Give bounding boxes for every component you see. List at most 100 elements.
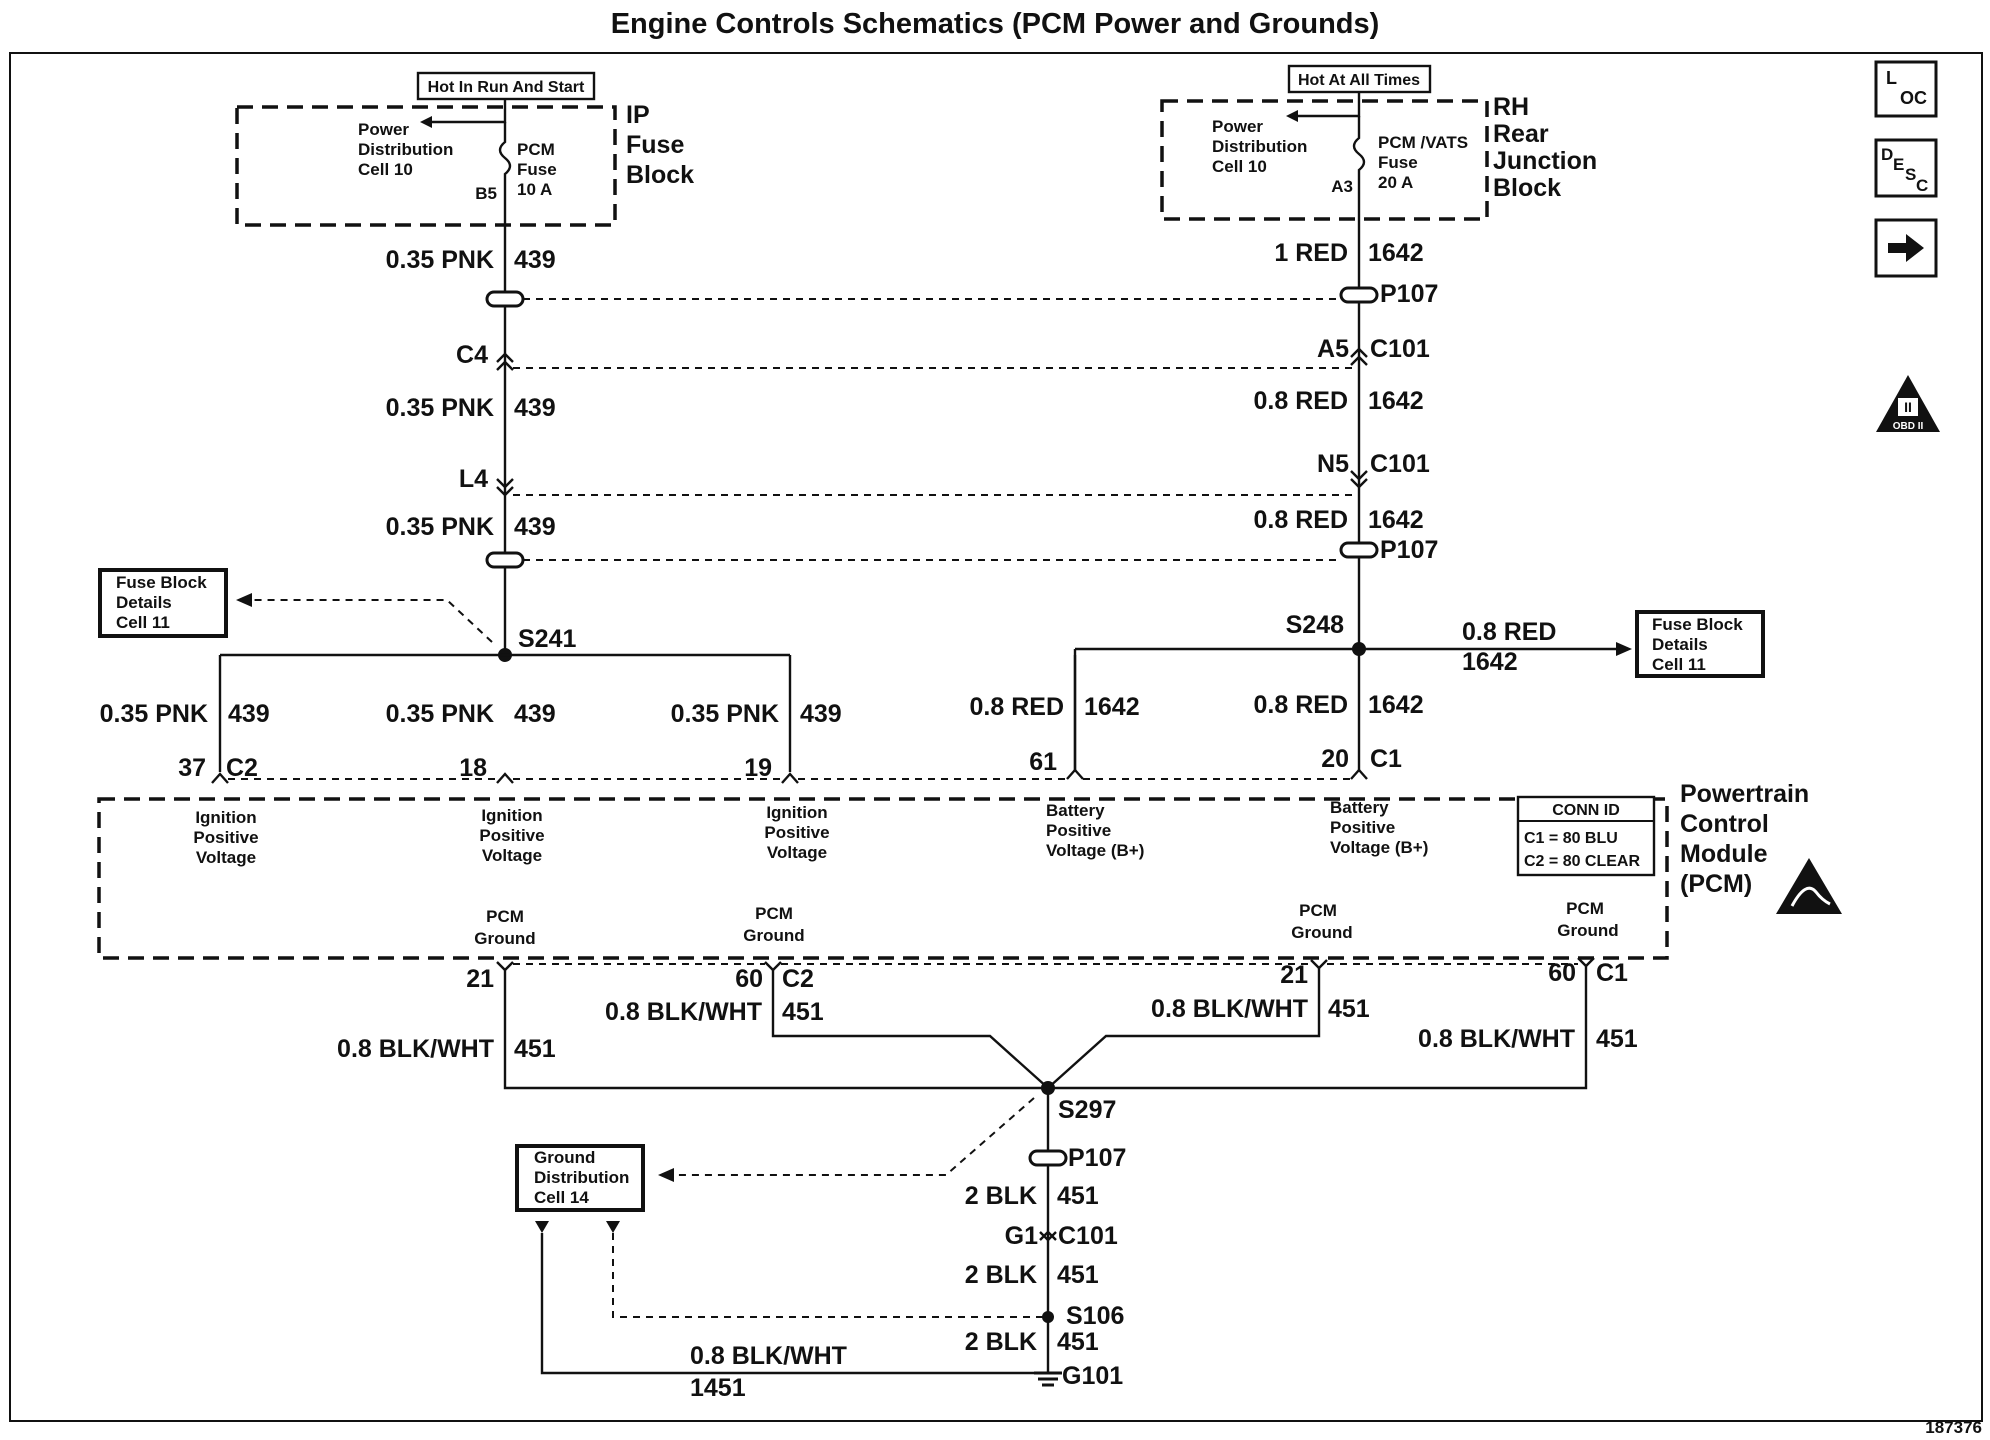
svg-text:0.35 PNK: 0.35 PNK bbox=[671, 700, 779, 728]
svg-text:C2 = 80 CLEAR: C2 = 80 CLEAR bbox=[1524, 853, 1640, 870]
c101-connector-icon bbox=[1350, 470, 1368, 489]
p107-connector-icon bbox=[1028, 1149, 1068, 1167]
svg-text:60: 60 bbox=[1548, 959, 1576, 987]
svg-text:C101: C101 bbox=[1370, 335, 1430, 363]
desc-button[interactable]: D E S C bbox=[1874, 138, 1938, 198]
pcm-input-37: 0.35 PNK 439 37 C2 bbox=[100, 700, 270, 784]
svg-text:S106: S106 bbox=[1066, 1302, 1124, 1330]
svg-text:Ground: Ground bbox=[743, 926, 804, 945]
hot-at-all-times-label: Hot At All Times bbox=[1287, 64, 1432, 94]
svg-text:Details: Details bbox=[116, 593, 172, 612]
svg-text:Distribution: Distribution bbox=[1212, 137, 1307, 156]
svg-text:PCM: PCM bbox=[486, 907, 524, 926]
svg-text:0.8 RED: 0.8 RED bbox=[1462, 618, 1556, 646]
svg-text:21: 21 bbox=[1280, 961, 1308, 989]
svg-text:2 BLK: 2 BLK bbox=[965, 1261, 1037, 1289]
ground-symbol-icon bbox=[1034, 1371, 1062, 1387]
svg-text:1642: 1642 bbox=[1368, 239, 1424, 267]
svg-text:PCM: PCM bbox=[1566, 899, 1604, 918]
svg-text:21: 21 bbox=[466, 965, 494, 993]
pcm-input-61: 0.8 RED 1642 61 bbox=[970, 655, 1140, 780]
svg-text:Fuse: Fuse bbox=[1378, 153, 1418, 172]
svg-text:451: 451 bbox=[1596, 1025, 1638, 1053]
c4-connector-icon bbox=[496, 352, 514, 371]
svg-text:0.8 RED: 0.8 RED bbox=[1254, 691, 1348, 719]
svg-text:Fuse: Fuse bbox=[517, 160, 557, 179]
ground-distribution-ref[interactable]: Ground Distribution Cell 14 bbox=[515, 1144, 645, 1212]
svg-text:Ground: Ground bbox=[1557, 921, 1618, 940]
pcm-input-19: 0.35 PNK 439 19 bbox=[671, 700, 842, 784]
svg-text:Cell 11: Cell 11 bbox=[1652, 655, 1706, 674]
loc-button[interactable]: L OC bbox=[1874, 60, 1938, 118]
hot-in-run-label: Hot In Run And Start bbox=[416, 71, 596, 101]
svg-text:B5: B5 bbox=[475, 184, 497, 203]
svg-text:Powertrain: Powertrain bbox=[1680, 780, 1809, 808]
svg-text:61: 61 bbox=[1029, 748, 1057, 776]
svg-text:1642: 1642 bbox=[1462, 648, 1518, 676]
svg-text:451: 451 bbox=[1057, 1328, 1099, 1356]
svg-text:439: 439 bbox=[800, 700, 842, 728]
svg-text:Fuse Block: Fuse Block bbox=[116, 573, 207, 592]
svg-text:0.8 BLK/WHT: 0.8 BLK/WHT bbox=[1418, 1025, 1575, 1053]
figure-number: 187376 bbox=[1925, 1418, 1982, 1437]
p107-connector-icon bbox=[485, 290, 525, 308]
svg-text:S248: S248 bbox=[1286, 611, 1344, 639]
fuse-icon bbox=[1352, 116, 1366, 200]
svg-text:0.35 PNK: 0.35 PNK bbox=[386, 246, 494, 274]
pcm-module bbox=[97, 797, 1669, 960]
svg-text:Power: Power bbox=[1212, 117, 1263, 136]
pcm-ground-60-c1: 60 C1 0.8 BLK/WHT 451 bbox=[1048, 957, 1638, 1090]
svg-text:37: 37 bbox=[178, 754, 206, 782]
arrow-right-icon bbox=[1888, 234, 1924, 262]
svg-text:439: 439 bbox=[514, 394, 556, 422]
svg-text:S: S bbox=[1905, 165, 1916, 184]
svg-text:C1: C1 bbox=[1596, 959, 1628, 987]
next-arrow-button[interactable] bbox=[1874, 218, 1938, 278]
arrow-right-icon bbox=[1616, 642, 1632, 656]
svg-text:Ignition: Ignition bbox=[195, 808, 256, 827]
c101-connector-icon bbox=[1039, 1230, 1057, 1242]
arrow-left-icon bbox=[420, 116, 432, 128]
fuse-block-details-left[interactable]: Fuse Block Details Cell 11 bbox=[98, 568, 228, 638]
svg-text:Junction: Junction bbox=[1493, 147, 1597, 175]
svg-text:Cell 14: Cell 14 bbox=[534, 1188, 589, 1207]
svg-text:0.8 RED: 0.8 RED bbox=[1254, 387, 1348, 415]
svg-text:CONN ID: CONN ID bbox=[1552, 802, 1620, 819]
svg-text:0.8 BLK/WHT: 0.8 BLK/WHT bbox=[337, 1035, 494, 1063]
svg-text:Distribution: Distribution bbox=[534, 1168, 629, 1187]
svg-text:Ground: Ground bbox=[534, 1148, 595, 1167]
svg-text:Block: Block bbox=[626, 161, 694, 189]
svg-text:Battery: Battery bbox=[1330, 798, 1389, 817]
p107-connector-icon bbox=[485, 551, 525, 569]
svg-text:0.35 PNK: 0.35 PNK bbox=[386, 394, 494, 422]
svg-text:20 A: 20 A bbox=[1378, 173, 1413, 192]
svg-text:451: 451 bbox=[1328, 995, 1370, 1023]
svg-text:0.35 PNK: 0.35 PNK bbox=[386, 700, 494, 728]
fuse-block-details-right[interactable]: Fuse Block Details Cell 11 bbox=[1635, 610, 1765, 678]
svg-text:451: 451 bbox=[1057, 1261, 1099, 1289]
svg-text:0.8 BLK/WHT: 0.8 BLK/WHT bbox=[605, 998, 762, 1026]
arrow-left-icon bbox=[658, 1168, 674, 1182]
svg-text:A3: A3 bbox=[1331, 177, 1353, 196]
svg-text:1642: 1642 bbox=[1084, 693, 1140, 721]
conn-id-table: CONN ID C1 = 80 BLU C2 = 80 CLEAR bbox=[1516, 795, 1656, 877]
svg-text:0.35 PNK: 0.35 PNK bbox=[386, 513, 494, 541]
pcm-input-20: 0.8 RED 1642 20 C1 bbox=[1254, 691, 1424, 780]
svg-text:P107: P107 bbox=[1380, 280, 1438, 308]
fuse-icon bbox=[498, 122, 512, 200]
c101-connector-icon bbox=[1350, 347, 1368, 366]
svg-text:10 A: 10 A bbox=[517, 180, 552, 199]
svg-text:Ground: Ground bbox=[1291, 923, 1352, 942]
svg-text:Rear: Rear bbox=[1493, 120, 1549, 148]
svg-text:0.35 PNK: 0.35 PNK bbox=[100, 700, 208, 728]
svg-text:Positive: Positive bbox=[479, 826, 544, 845]
svg-text:Hot At All Times: Hot At All Times bbox=[1298, 72, 1420, 89]
svg-text:439: 439 bbox=[514, 246, 556, 274]
svg-text:C101: C101 bbox=[1058, 1222, 1118, 1250]
svg-text:Details: Details bbox=[1652, 635, 1708, 654]
svg-text:IP: IP bbox=[626, 101, 650, 129]
svg-text:Cell 10: Cell 10 bbox=[1212, 157, 1267, 176]
svg-text:PCM /VATS: PCM /VATS bbox=[1378, 133, 1468, 152]
svg-text:439: 439 bbox=[228, 700, 270, 728]
